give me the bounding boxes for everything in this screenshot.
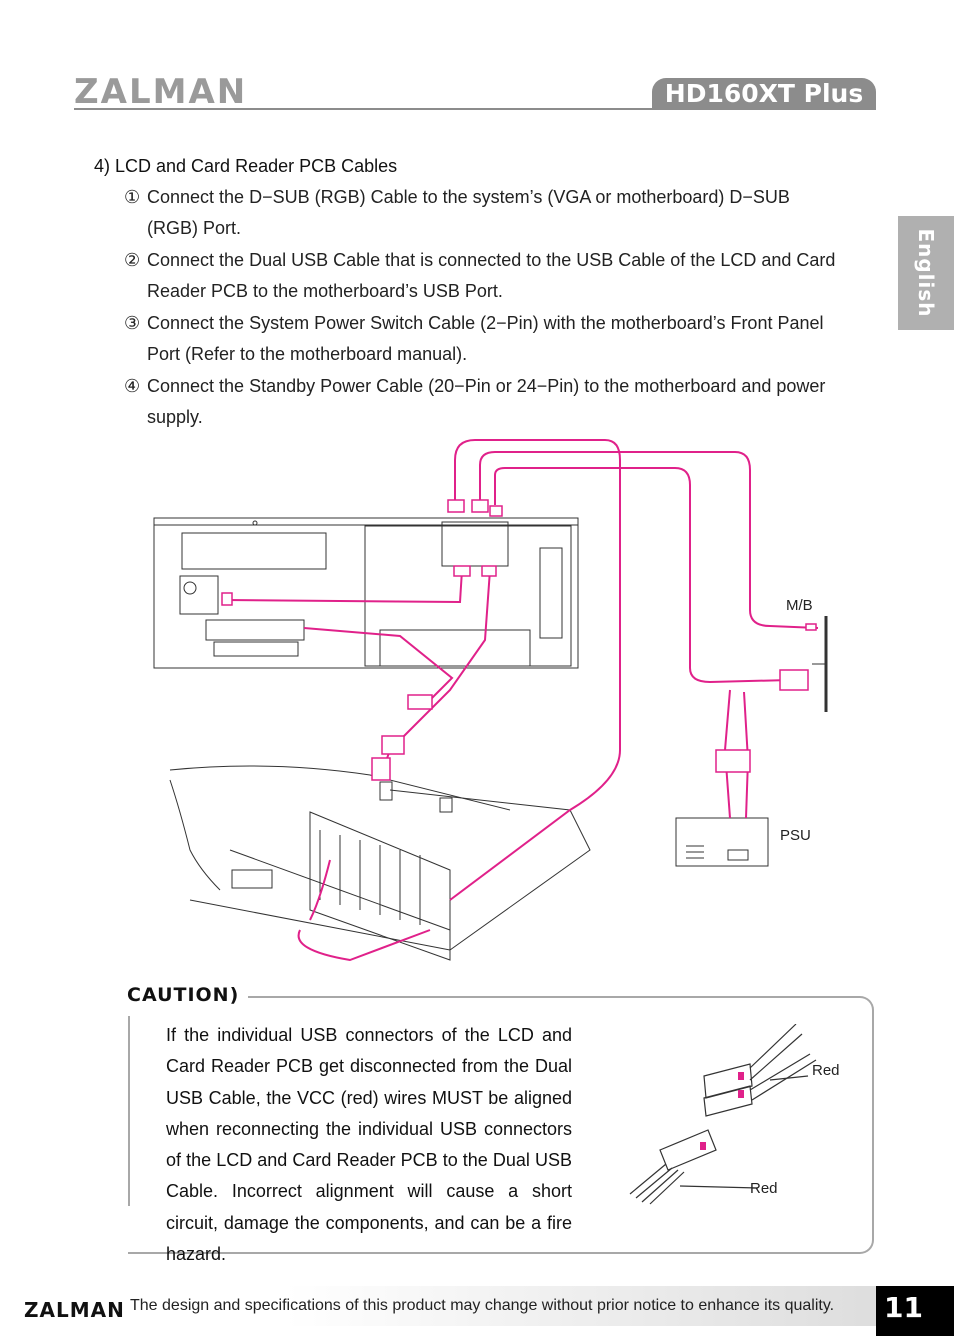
step-text-continued: Port (Refer to the motherboard manual). bbox=[147, 344, 468, 364]
vcc-wire-markers bbox=[700, 1072, 744, 1150]
label-red-upper: Red bbox=[812, 1062, 840, 1079]
model-badge: HD160XT Plus bbox=[652, 78, 876, 110]
caution-box bbox=[128, 996, 874, 1254]
drive-bay-illustration bbox=[153, 517, 579, 669]
step-number: ② bbox=[124, 250, 141, 270]
step-number: ① bbox=[124, 187, 141, 207]
usb-connectors-illustration bbox=[629, 1024, 817, 1205]
step-text-continued: (RGB) Port. bbox=[147, 218, 242, 238]
step-text: Connect the System Power Switch Cable (2… bbox=[147, 313, 824, 333]
step-3: ③ Connect the System Power Switch Cable (… bbox=[124, 308, 884, 370]
label-mb: M/B bbox=[786, 597, 813, 614]
caution-title-backdrop bbox=[124, 990, 248, 1002]
label-psu: PSU bbox=[780, 827, 811, 844]
step-number: ④ bbox=[124, 376, 141, 396]
step-text-continued: supply. bbox=[147, 407, 203, 427]
step-2: ② Connect the Dual USB Cable that is conn… bbox=[124, 245, 884, 307]
step-text-continued: Reader PCB to the motherboard’s USB Port… bbox=[147, 281, 503, 301]
step-text: Connect the Standby Power Cable (20−Pin … bbox=[147, 376, 826, 396]
step-4: ④ Connect the Standby Power Cable (20−Pin… bbox=[124, 371, 884, 433]
brand-logo: ZALMAN bbox=[74, 72, 248, 112]
caution-box-left-rule bbox=[128, 1016, 130, 1206]
usb-connector-figure: Red Red bbox=[629, 1024, 840, 1205]
section-title: 4) LCD and Card Reader PCB Cables bbox=[94, 156, 398, 176]
motherboard-illustration bbox=[169, 765, 591, 961]
step-1: ① Connect the D−SUB (RGB) Cable to the sy… bbox=[124, 182, 884, 244]
language-tab-label: English bbox=[914, 228, 938, 318]
language-tab[interactable]: English bbox=[898, 216, 954, 330]
psu-illustration bbox=[675, 817, 769, 867]
mb-rear-illustration bbox=[812, 616, 828, 712]
footer-note: The design and specifications of this pr… bbox=[130, 1297, 835, 1314]
footer-brand-logo: ZALMAN bbox=[24, 1298, 125, 1322]
wiring-diagram: M/B PSU bbox=[153, 439, 828, 962]
page-number: 11 bbox=[876, 1286, 954, 1336]
step-number: ③ bbox=[124, 313, 141, 333]
caution-title: CAUTION) bbox=[127, 984, 240, 1006]
header-rule bbox=[74, 108, 874, 110]
footer-bar bbox=[0, 1286, 954, 1326]
connectors bbox=[221, 499, 817, 781]
step-text: Connect the D−SUB (RGB) Cable to the sys… bbox=[147, 187, 790, 207]
label-red-lower: Red bbox=[750, 1180, 778, 1197]
step-text: Connect the Dual USB Cable that is conne… bbox=[147, 250, 836, 270]
caution-text: If the individual USB connectors of the … bbox=[166, 1025, 572, 1265]
